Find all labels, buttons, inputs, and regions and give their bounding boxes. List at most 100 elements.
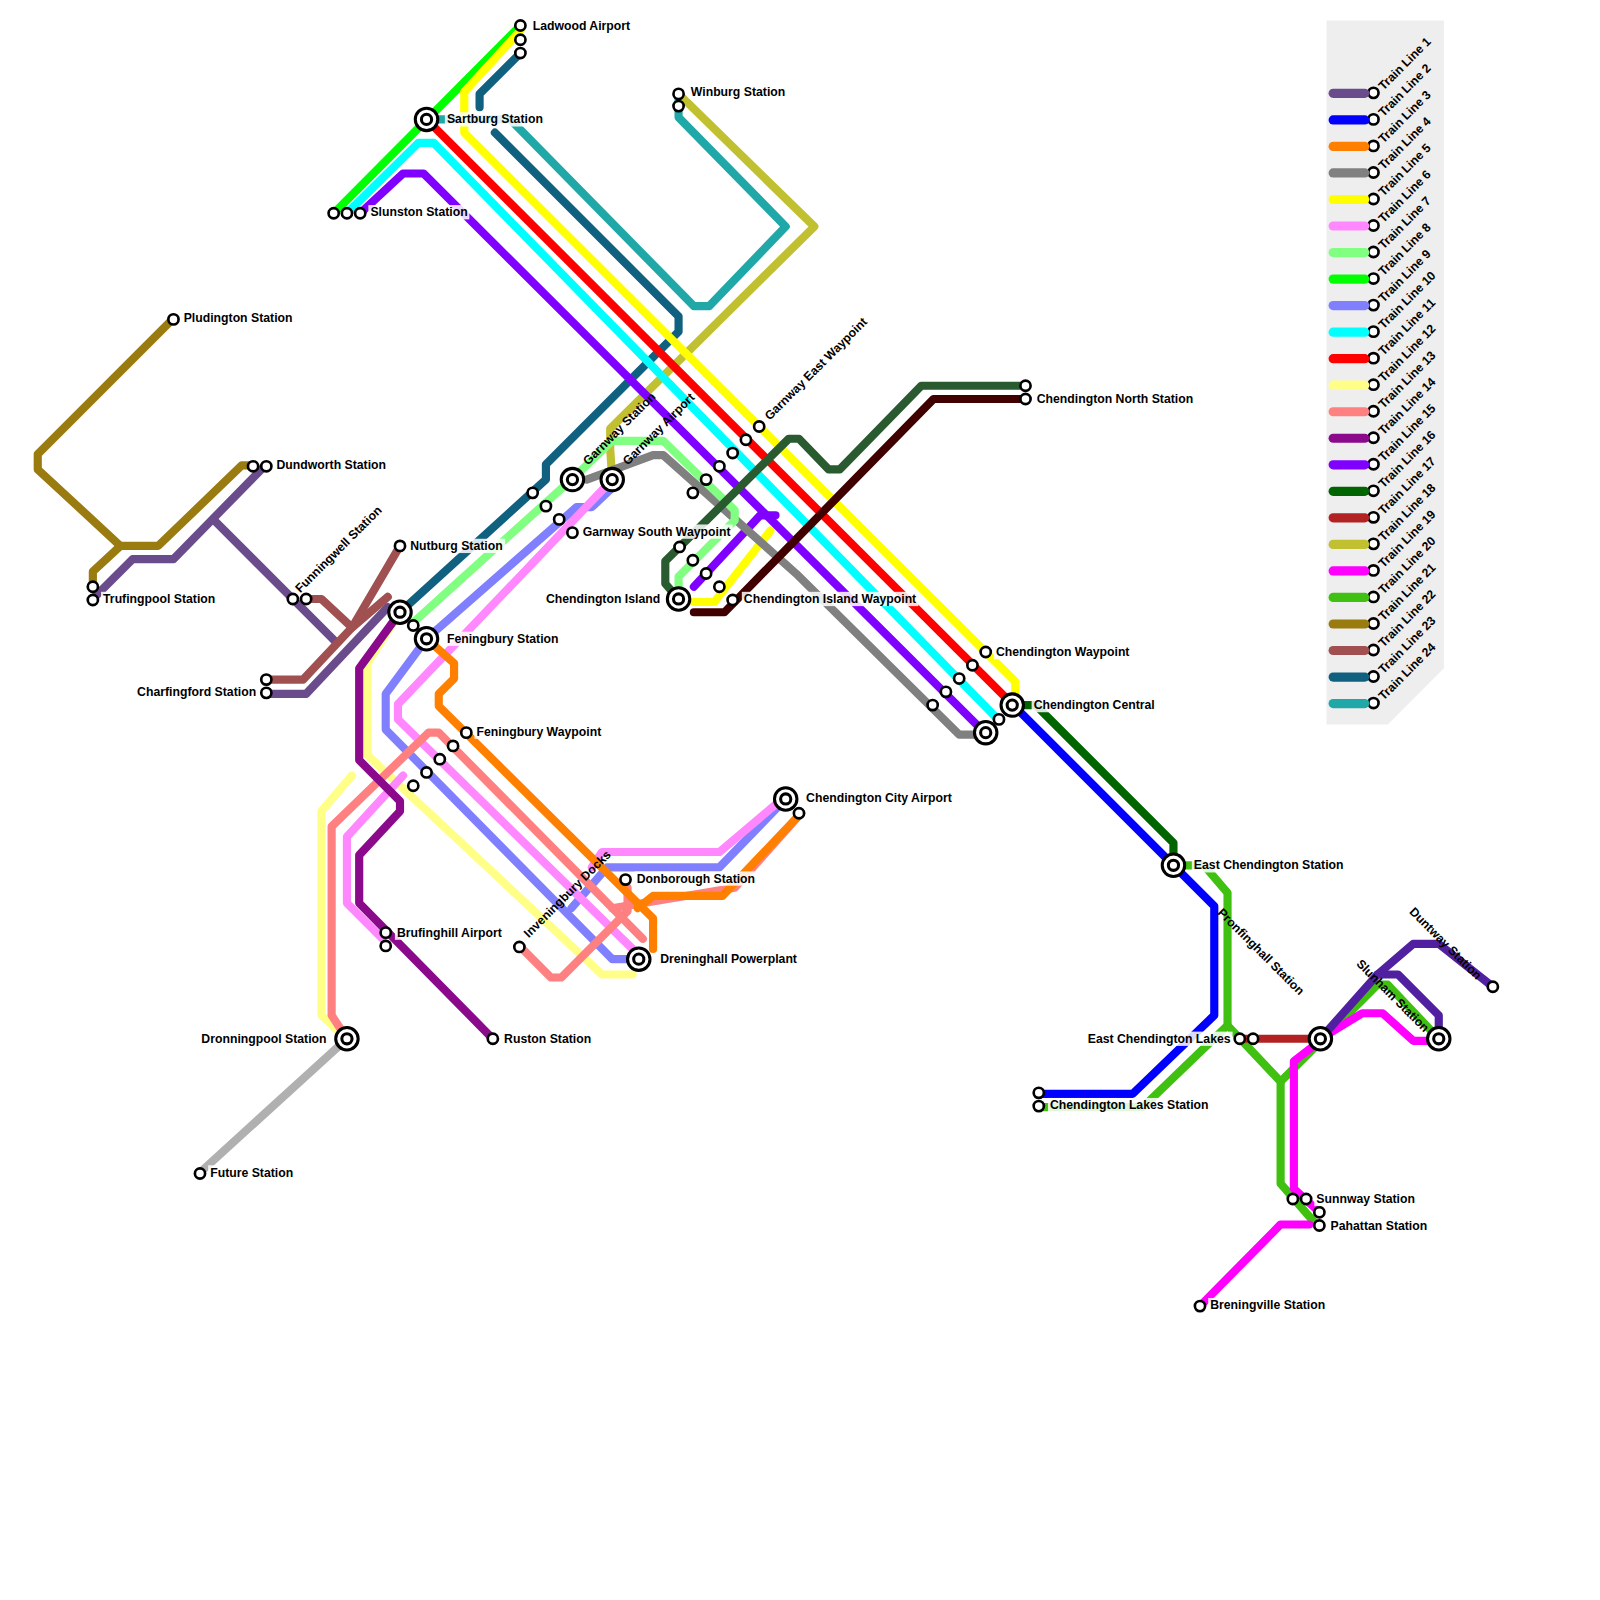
station-label: Funningwell Station [291, 502, 386, 597]
station-marker [448, 741, 458, 751]
rail-line [93, 465, 265, 599]
station-marker [342, 208, 352, 218]
station-marker [329, 208, 339, 218]
station-marker [488, 1034, 498, 1044]
station-marker [567, 474, 577, 484]
station-marker [1034, 1088, 1044, 1098]
station-marker [1235, 1034, 1245, 1044]
station-marker [88, 582, 98, 592]
station-marker [567, 528, 577, 538]
station-marker [514, 942, 524, 952]
station-marker [1368, 645, 1378, 655]
station-marker [261, 461, 271, 471]
station-marker [435, 754, 445, 764]
rail-line [199, 1039, 347, 1174]
station-marker [1434, 1034, 1444, 1044]
station-marker [1195, 1301, 1205, 1311]
station-marker [261, 674, 271, 684]
station-marker [981, 647, 991, 657]
legend-swatch [1329, 460, 1370, 469]
station-label: Slunham Station [1352, 955, 1433, 1036]
station-marker [634, 954, 644, 964]
station-marker [1368, 88, 1378, 98]
station-label: Feningbury Station [445, 632, 561, 646]
rail-line [1039, 865, 1228, 1107]
station-marker [673, 594, 683, 604]
legend-swatch [1329, 407, 1370, 416]
station-marker [1020, 381, 1030, 391]
station-marker [395, 607, 405, 617]
rail-line [464, 31, 1015, 704]
station-marker [1368, 380, 1378, 390]
station-label: Pludington Station [182, 311, 295, 325]
station-marker [168, 314, 178, 324]
station-marker [1368, 486, 1378, 496]
station-marker [415, 628, 437, 650]
legend-swatch [1329, 539, 1370, 548]
station-marker [667, 588, 689, 610]
station-marker [528, 488, 538, 498]
legend-swatch [1329, 115, 1370, 124]
station-marker [1368, 671, 1378, 681]
station-marker [701, 568, 711, 578]
station-marker [754, 421, 764, 431]
station-label: Chendington North Station [1035, 392, 1196, 406]
station-marker [1314, 1220, 1324, 1230]
rail-line [1294, 1041, 1321, 1209]
station-marker [781, 794, 791, 804]
station-marker [515, 48, 525, 58]
station-label: Inveningbury Docks [519, 846, 615, 942]
legend-panel [1327, 20, 1444, 724]
station-label: Dundworth Station [274, 458, 388, 472]
station-label: Feningbury Waypoint [474, 724, 603, 738]
station-label: Chendington Central [1032, 698, 1157, 712]
station-marker [1368, 327, 1378, 337]
station-marker [1368, 114, 1378, 124]
station-marker [541, 501, 551, 511]
legend-swatch [1329, 88, 1370, 97]
station-label: Garnway East Waypoint [760, 313, 871, 424]
station-marker [336, 1028, 358, 1050]
station-label: East Chendington Lakes [1086, 1032, 1233, 1046]
legend-swatch [1329, 433, 1370, 442]
station-label: Winburg Station [689, 85, 788, 99]
station-label: Future Station [208, 1165, 295, 1179]
station-marker [714, 461, 724, 471]
map-group [88, 20, 1498, 1311]
station-marker [688, 555, 698, 565]
station-marker [415, 108, 437, 130]
legend-swatch [1329, 327, 1370, 336]
rail-line [413, 441, 734, 623]
station-marker [1315, 1034, 1325, 1044]
station-marker [1368, 565, 1378, 575]
station-marker [1428, 1028, 1450, 1050]
station-label: Chendington Island Waypoint [742, 592, 918, 606]
station-label: Ladwood Airport [531, 18, 633, 32]
rail-line [638, 813, 801, 908]
legend-swatch [1329, 221, 1370, 230]
station-marker [288, 594, 298, 604]
station-marker [941, 687, 951, 697]
station-marker [1288, 1194, 1298, 1204]
station-marker [701, 474, 711, 484]
rail-line [386, 639, 638, 959]
station-marker [1368, 273, 1378, 283]
station-label: Dronningpool Station [199, 1032, 328, 1046]
station-marker [1248, 1034, 1258, 1044]
legend-swatch [1329, 301, 1370, 310]
rail-line [1200, 1224, 1309, 1306]
station-marker [1368, 433, 1378, 443]
station-marker [728, 595, 738, 605]
station-marker [673, 101, 683, 111]
station-label: Breningville Station [1208, 1298, 1327, 1312]
legend-swatch [1329, 592, 1370, 601]
legend-swatch [1329, 513, 1370, 522]
station-marker [607, 474, 617, 484]
station-marker [461, 728, 471, 738]
station-label: Sartburg Station [445, 112, 545, 126]
station-marker [1368, 167, 1378, 177]
station-marker [248, 461, 258, 471]
map-group [336, 108, 1450, 1050]
station-marker [1001, 694, 1023, 716]
